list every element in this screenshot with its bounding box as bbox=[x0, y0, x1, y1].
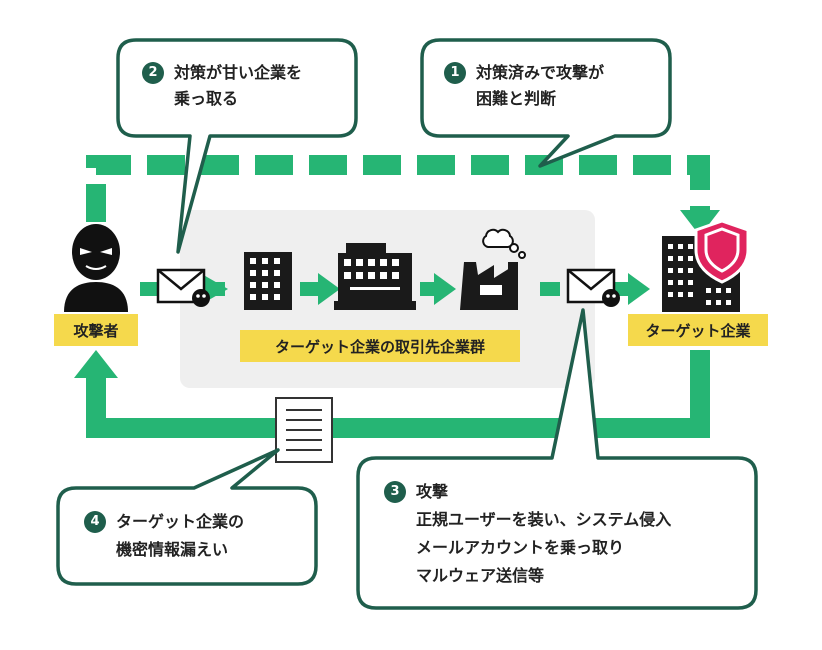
bubble-line: メールアカウントを乗っ取り bbox=[416, 538, 625, 557]
bubble-line: 正規ユーザーを装い、システム侵入 bbox=[416, 510, 672, 529]
bubble-line: 乗っ取る bbox=[174, 89, 239, 108]
bubble-1-text: 1 対策済みで攻撃が 困難と判断 bbox=[444, 60, 604, 112]
bubble-line: 機密情報漏えい bbox=[116, 540, 229, 559]
step-number: 3 bbox=[384, 481, 406, 503]
mail-malware-icon bbox=[156, 268, 210, 307]
step-number: 4 bbox=[84, 511, 106, 533]
bubble-4-text: 4 ターゲット企業の 機密情報漏えい bbox=[84, 508, 244, 564]
building-icon bbox=[244, 252, 292, 310]
bubble-line: マルウェア送信等 bbox=[416, 566, 545, 585]
chain-arrows bbox=[140, 273, 650, 305]
document-icon bbox=[275, 397, 333, 463]
leak-route bbox=[86, 350, 710, 438]
office-building-icon bbox=[334, 243, 416, 310]
attacker-icon bbox=[64, 224, 128, 312]
dashed-route-arrowhead bbox=[680, 210, 720, 236]
bubble-line: 困難と判断 bbox=[476, 89, 557, 108]
target-label: ターゲット企業 bbox=[628, 314, 768, 346]
bubble-2-text: 2 対策が甘い企業を 乗っ取る bbox=[142, 60, 302, 112]
step-number: 2 bbox=[142, 62, 164, 84]
mail-malware-icon bbox=[566, 268, 620, 307]
bubble-line: 対策済みで攻撃が bbox=[476, 63, 605, 82]
bubble-line: 攻撃 bbox=[416, 482, 449, 501]
bubble-line: ターゲット企業の bbox=[116, 512, 245, 531]
bubble-2 bbox=[116, 38, 358, 254]
dashed-route bbox=[86, 155, 710, 222]
step-number: 1 bbox=[444, 62, 466, 84]
leak-route-arrowhead bbox=[74, 350, 118, 378]
bubble-1 bbox=[420, 38, 672, 168]
bubble-3-text: 3 攻撃 正規ユーザーを装い、システム侵入 メールアカウントを乗っ取り マルウェア… bbox=[384, 478, 671, 590]
bubble-3 bbox=[356, 308, 758, 610]
factory-icon bbox=[460, 228, 526, 310]
bubble-line: 対策が甘い企業を bbox=[174, 63, 303, 82]
supply-chain-label: ターゲット企業の取引先企業群 bbox=[240, 330, 520, 362]
bubble-4 bbox=[56, 448, 318, 586]
shield-icon bbox=[694, 219, 750, 284]
attacker-label: 攻撃者 bbox=[54, 314, 138, 346]
